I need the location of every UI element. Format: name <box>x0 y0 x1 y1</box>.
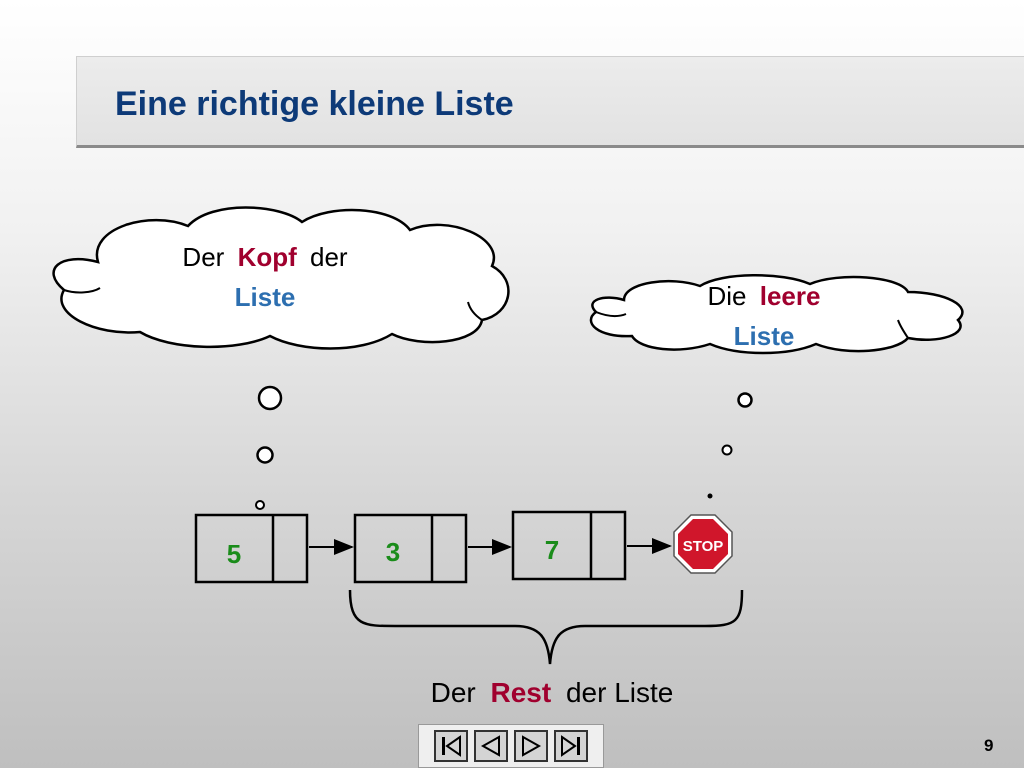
rest-caption: Der Rest der Liste <box>431 677 674 708</box>
rest-caption-der-liste: der Liste <box>566 677 673 708</box>
title-bar: Eine richtige kleine Liste <box>76 56 1024 148</box>
node-box <box>353 513 468 584</box>
next-slide-button[interactable] <box>514 730 548 762</box>
svg-text:Die leere: Die leere <box>708 281 821 311</box>
empty-cloud-liste: Liste <box>734 321 795 351</box>
slide-title: Eine richtige kleine Liste <box>115 85 514 123</box>
rest-caption-rest: Rest <box>491 677 552 708</box>
first-slide-button[interactable] <box>434 730 468 762</box>
node-value: 3 <box>386 537 400 567</box>
first-slide-icon <box>442 735 461 757</box>
node-box <box>511 510 627 581</box>
empty-cloud-die: Die <box>708 281 747 311</box>
thought-bubble-large <box>257 385 283 411</box>
thought-bubble-medium <box>256 446 274 464</box>
head-cloud-der: Der <box>182 242 224 272</box>
list-node: 5 <box>194 513 309 584</box>
stop-sign-icon: STOP <box>673 514 733 574</box>
head-cloud-der2: der <box>310 242 348 272</box>
head-cloud-kopf: Kopf <box>238 242 298 272</box>
node-value: 7 <box>545 535 559 565</box>
thought-bubble-medium <box>721 444 733 456</box>
stop-sign-label: STOP <box>683 538 724 555</box>
thought-bubble-small <box>255 500 265 510</box>
list-node: 3 <box>353 513 468 584</box>
list-node: 7 <box>511 510 627 581</box>
head-cloud-liste: Liste <box>235 282 296 312</box>
page-number: 9 <box>984 736 994 755</box>
slide-navigation <box>418 724 604 768</box>
next-slide-icon <box>522 735 542 757</box>
node-value: 5 <box>227 539 241 569</box>
last-slide-button[interactable] <box>554 730 588 762</box>
thought-bubble-large <box>737 392 753 408</box>
last-slide-icon <box>561 735 580 757</box>
empty-list-thought-cloud: Die leere Liste <box>589 274 964 355</box>
rest-caption-der: Der <box>431 677 476 708</box>
svg-text:Der Kopf der: Der Kopf der <box>182 242 347 272</box>
head-thought-cloud: Der Kopf der Liste <box>52 206 510 350</box>
empty-cloud-leere: leere <box>760 281 821 311</box>
node-box <box>194 513 309 584</box>
thought-bubble-small <box>707 493 713 499</box>
previous-slide-icon <box>480 735 500 757</box>
rest-curly-brace <box>348 589 744 665</box>
previous-slide-button[interactable] <box>474 730 508 762</box>
